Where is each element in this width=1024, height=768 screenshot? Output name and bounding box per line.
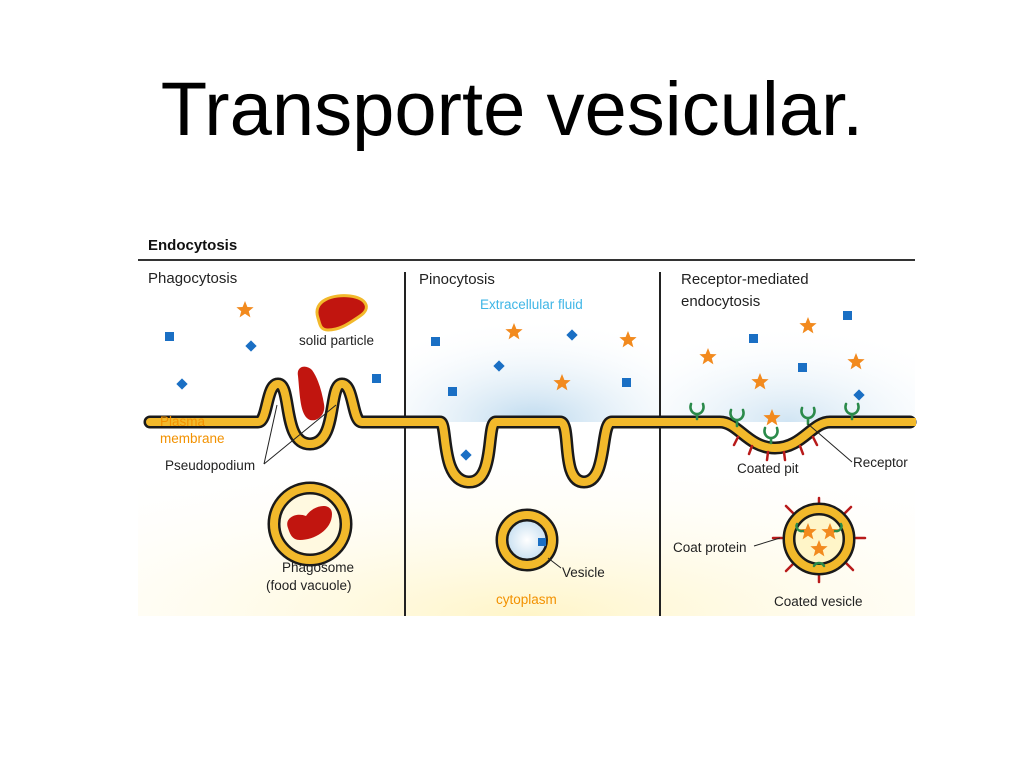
vesicle-label: Vesicle — [562, 565, 605, 580]
pseudopodium-pointer-1 — [263, 404, 278, 465]
vesicle-pointer — [547, 557, 562, 569]
solid-particle-label: solid particle — [299, 333, 374, 348]
pinocytic-vesicle — [495, 508, 559, 572]
phagosome — [267, 481, 353, 567]
star-molecule — [236, 301, 254, 318]
square-molecule — [749, 334, 758, 343]
receptor-mediated-title-line2: endocytosis — [681, 293, 760, 310]
square-molecule — [622, 378, 631, 387]
plasma-membrane — [143, 377, 917, 489]
square-molecule — [566, 329, 578, 341]
receptor-pointer — [807, 423, 853, 463]
square-molecule — [245, 340, 257, 352]
coat-protein-pointer — [753, 537, 781, 547]
plasma-membrane-label-line1: Plasma — [160, 414, 206, 429]
pseudopodium-pointer-2 — [263, 404, 337, 465]
pseudopodium-label: Pseudopodium — [165, 458, 255, 473]
cytoplasm-label: cytoplasm — [496, 592, 557, 607]
square-molecule — [431, 337, 440, 346]
receptor-proteins — [689, 402, 860, 445]
engulfed-particle — [297, 366, 325, 421]
square-molecule — [372, 374, 381, 383]
coated-vesicle-label: Coated vesicle — [774, 594, 863, 609]
receptor-label: Receptor — [853, 455, 908, 470]
square-molecule — [843, 311, 852, 320]
solid-particle — [315, 294, 368, 332]
pinocytosis-title: Pinocytosis — [419, 271, 495, 288]
square-molecule — [853, 389, 865, 401]
coated-pit-label: Coated pit — [737, 461, 799, 476]
phagosome-label-line2: (food vacuole) — [266, 578, 352, 593]
coated-vesicle — [771, 496, 867, 584]
extracellular-fluid-tint-right — [660, 300, 915, 422]
diagram-heading: Endocytosis — [148, 237, 237, 254]
square-molecule — [460, 449, 472, 461]
extracellular-fluid-label: Extracellular fluid — [480, 297, 583, 312]
coat-protein-label: Coat protein — [673, 540, 747, 555]
plasma-membrane-label-line2: membrane — [160, 431, 225, 446]
square-molecule — [165, 332, 174, 341]
square-molecule — [798, 363, 807, 372]
extracellular-fluid-tint — [406, 290, 660, 422]
phagosome-label-line1: Phagosome — [282, 560, 354, 575]
slide-title: Transporte vesicular. — [160, 67, 864, 152]
phagocytosis-title: Phagocytosis — [148, 270, 237, 287]
square-molecule — [176, 378, 188, 390]
receptor-mediated-title-line1: Receptor-mediated — [681, 271, 809, 288]
membrane-end-cap — [908, 418, 916, 426]
coat-proteins-pit — [732, 435, 819, 462]
square-molecule — [448, 387, 457, 396]
square-molecule — [493, 360, 505, 372]
